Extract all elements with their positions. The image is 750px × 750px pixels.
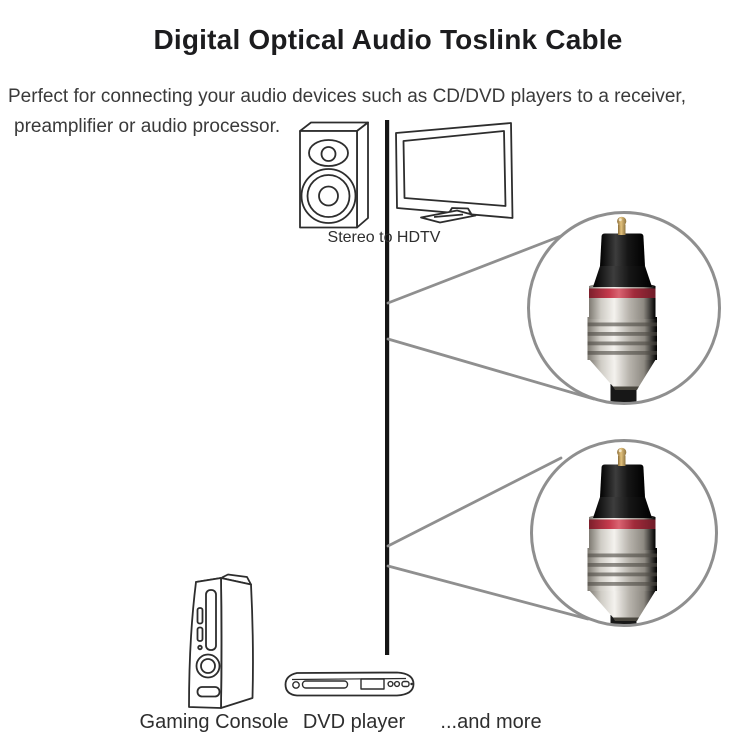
hdtv-icon bbox=[395, 122, 514, 224]
gaming-console-label: Gaming Console bbox=[139, 711, 289, 733]
cable-line bbox=[385, 120, 390, 655]
stereo-to-hdtv-label: Stereo to HDTV bbox=[327, 229, 441, 246]
stereo-speaker-icon bbox=[299, 121, 369, 229]
magnifier-circle-top bbox=[527, 211, 721, 405]
callout-lines-top bbox=[386, 234, 596, 401]
page-title: Digital Optical Audio Toslink Cable bbox=[153, 24, 623, 55]
subtitle-line-1: Perfect for connecting your audio device… bbox=[8, 86, 686, 107]
gaming-console-icon bbox=[188, 573, 254, 709]
subtitle-line-2: preamplifier or audio processor. bbox=[14, 116, 281, 137]
dvd-player-icon bbox=[284, 671, 415, 697]
and-more-label: ...and more bbox=[440, 711, 542, 733]
callout-lines-bottom bbox=[386, 456, 590, 621]
magnifier-circle-bottom bbox=[530, 439, 718, 627]
dvd-player-label: DVD player bbox=[302, 711, 406, 733]
